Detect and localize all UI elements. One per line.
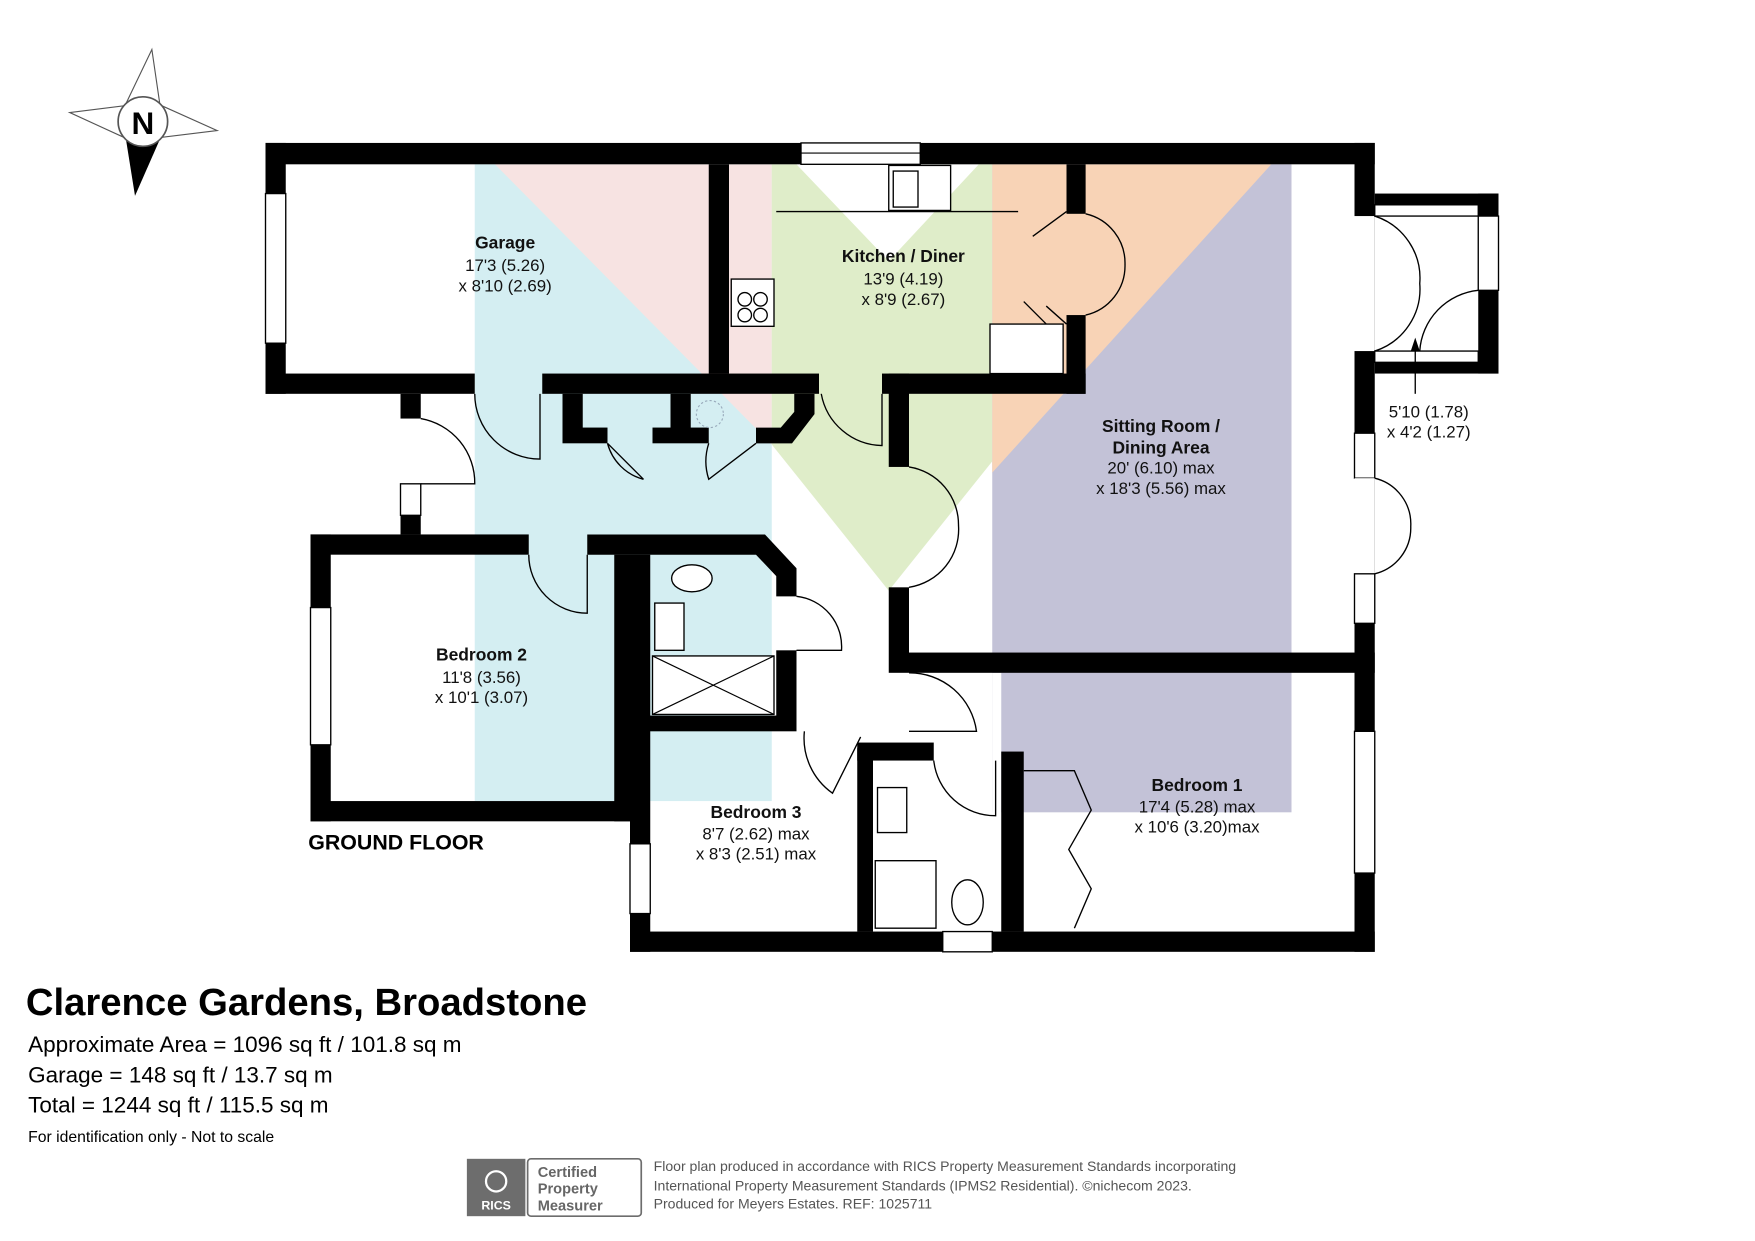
window-porch — [1477, 215, 1500, 291]
footer-line3: Produced for Meyers Estates. REF: 102571… — [654, 1195, 933, 1211]
bedroom1-name: Bedroom 1 — [1152, 775, 1243, 795]
porch-dim1: 5'10 (1.78) — [1389, 402, 1469, 421]
door-kitchen — [820, 393, 883, 447]
badge-line3: Measurer — [538, 1199, 603, 1215]
toilet-icon — [670, 564, 713, 593]
stairs-icon — [989, 323, 1064, 375]
door-hall — [908, 672, 978, 732]
window-bedroom1 — [1353, 730, 1376, 874]
approx-area: Approximate Area = 1096 sq ft / 101.8 sq… — [28, 1032, 461, 1057]
ensuite-shower-icon — [874, 860, 937, 929]
kitchen-dim2: x 8'9 (2.67) — [861, 290, 945, 309]
door-french — [1374, 477, 1412, 575]
door-side — [420, 417, 476, 485]
door-garage — [474, 393, 541, 460]
door-porch — [1374, 215, 1421, 352]
bedroom1-dim2: x 10'6 (3.20)max — [1134, 818, 1260, 837]
bedroom3-name: Bedroom 3 — [711, 802, 802, 822]
sitting-dim1: 20' (6.10) max — [1107, 459, 1215, 478]
wardrobe-doors — [1023, 770, 1093, 929]
window-garage — [264, 192, 287, 344]
room-labels: Garage 17'3 (5.26) x 8'10 (2.69) Kitchen… — [308, 233, 1470, 864]
total-area: Total = 1244 sq ft / 115.5 sq m — [28, 1093, 328, 1118]
rics-logo-text: RICS — [481, 1198, 511, 1212]
fixtures — [651, 164, 1064, 929]
door-bathroom — [796, 595, 843, 651]
door-ensuite — [933, 760, 997, 817]
compass-icon: N — [67, 47, 220, 196]
door-sitting — [908, 466, 960, 588]
window-bedroom2 — [309, 606, 332, 746]
door-cupboard2 — [705, 442, 757, 481]
kitchen-dim1: 13'9 (4.19) — [863, 270, 943, 289]
property-title: Clarence Gardens, Broadstone — [26, 981, 587, 1024]
bedroom2-name: Bedroom 2 — [436, 644, 527, 664]
door-bedroom2 — [528, 554, 588, 614]
kitchen-name: Kitchen / Diner — [842, 246, 965, 266]
garage-dim1: 17'3 (5.26) — [465, 256, 545, 275]
sitting-dim2: x 18'3 (5.56) max — [1096, 479, 1226, 498]
zone-orange — [992, 164, 1272, 473]
ensuite-toilet-icon — [951, 879, 984, 926]
footer-line2: International Property Measurement Stand… — [654, 1177, 1192, 1193]
garage-area: Garage = 148 sq ft / 13.7 sq m — [28, 1062, 333, 1087]
door-pantry — [1085, 213, 1126, 316]
window-ensuite — [942, 930, 993, 953]
doors — [420, 211, 1479, 929]
ensuite-basin-icon — [876, 786, 908, 834]
porch-top — [1374, 204, 1479, 217]
bedroom3-dim2: x 8'3 (2.51) max — [696, 845, 817, 864]
sitting-name1: Sitting Room / — [1102, 416, 1220, 436]
door-cupboard1 — [606, 442, 644, 480]
rics-logo — [466, 1158, 526, 1217]
badge-line2: Property — [538, 1182, 599, 1198]
bedroom3-dim1: 8'7 (2.62) max — [702, 824, 810, 843]
footer-line1: Floor plan produced in accordance with R… — [654, 1158, 1236, 1174]
badge-line1: Certified — [538, 1165, 597, 1181]
porch-dim2: x 4'2 (1.27) — [1387, 423, 1471, 442]
compass-north-label: N — [132, 105, 155, 141]
garage-dim2: x 8'10 (2.69) — [459, 276, 552, 295]
bedroom1-dim1: 17'4 (5.28) max — [1139, 797, 1256, 816]
bedroom2-dim2: x 10'1 (3.07) — [435, 688, 528, 707]
sitting-name2: Dining Area — [1112, 437, 1209, 457]
door-bedroom3 — [803, 731, 862, 795]
windows — [264, 142, 1500, 953]
info-block: Clarence Gardens, Broadstone Approximate… — [26, 981, 587, 1146]
rics-lion-icon — [484, 1170, 508, 1193]
boiler-icon — [695, 400, 724, 429]
rics-badge: RICS Certified Property Measurer Floor p… — [466, 1157, 1236, 1218]
basin-icon — [654, 602, 685, 651]
disclaimer: For identification only - Not to scale — [28, 1129, 274, 1146]
hob-icon — [730, 278, 775, 327]
floor-label: GROUND FLOOR — [308, 830, 484, 854]
window-sitting — [1353, 432, 1376, 479]
garage-name: Garage — [475, 233, 535, 253]
window-bedroom3 — [629, 843, 651, 915]
bedroom2-dim1: 11'8 (3.56) — [442, 668, 521, 687]
